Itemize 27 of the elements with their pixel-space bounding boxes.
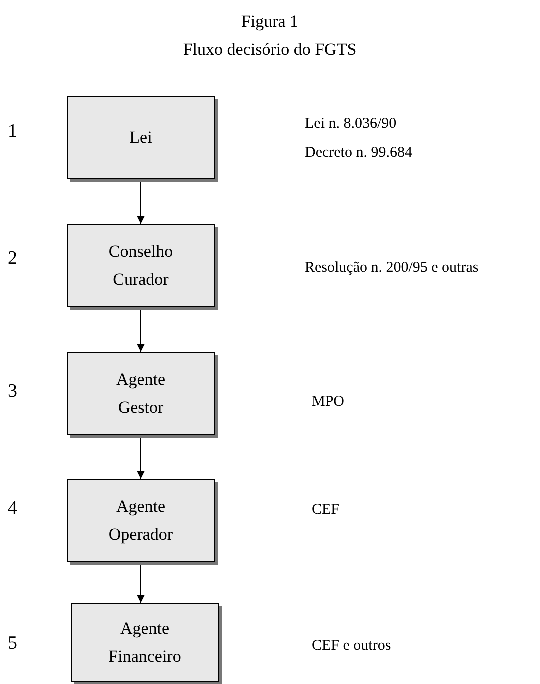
figure-number: Figura 1 <box>241 11 299 33</box>
box-label: Agente Financeiro <box>108 618 182 668</box>
arrow <box>137 180 145 224</box>
side-note: Decreto n. 99.684 <box>305 144 412 163</box>
step-number: 4 <box>8 497 18 521</box>
process-box <box>67 224 215 307</box>
step-number: 5 <box>8 632 18 656</box>
step-number: 1 <box>8 120 18 144</box>
process-box <box>71 603 219 682</box>
arrow <box>137 436 145 480</box>
arrow <box>137 562 145 604</box>
side-note: CEF e outros <box>312 637 392 656</box>
side-note: Lei n. 8.036/90 <box>305 115 397 134</box>
side-note: CEF <box>312 501 340 520</box>
step-number: 3 <box>8 380 18 404</box>
process-box <box>67 352 215 435</box>
box-label: Agente Operador <box>108 496 174 546</box>
step-number: 2 <box>8 247 18 271</box>
side-note: MPO <box>312 393 345 412</box>
box-label: Lei <box>128 126 154 148</box>
arrow <box>137 308 145 352</box>
diagram-title: Fluxo decisório do FGTS <box>183 39 357 61</box>
process-box <box>67 96 215 179</box>
side-note: Resolução n. 200/95 e outras <box>305 259 479 278</box>
box-label: Conselho Curador <box>108 240 174 290</box>
box-label: Agente Gestor <box>115 368 167 418</box>
process-box <box>67 479 215 562</box>
